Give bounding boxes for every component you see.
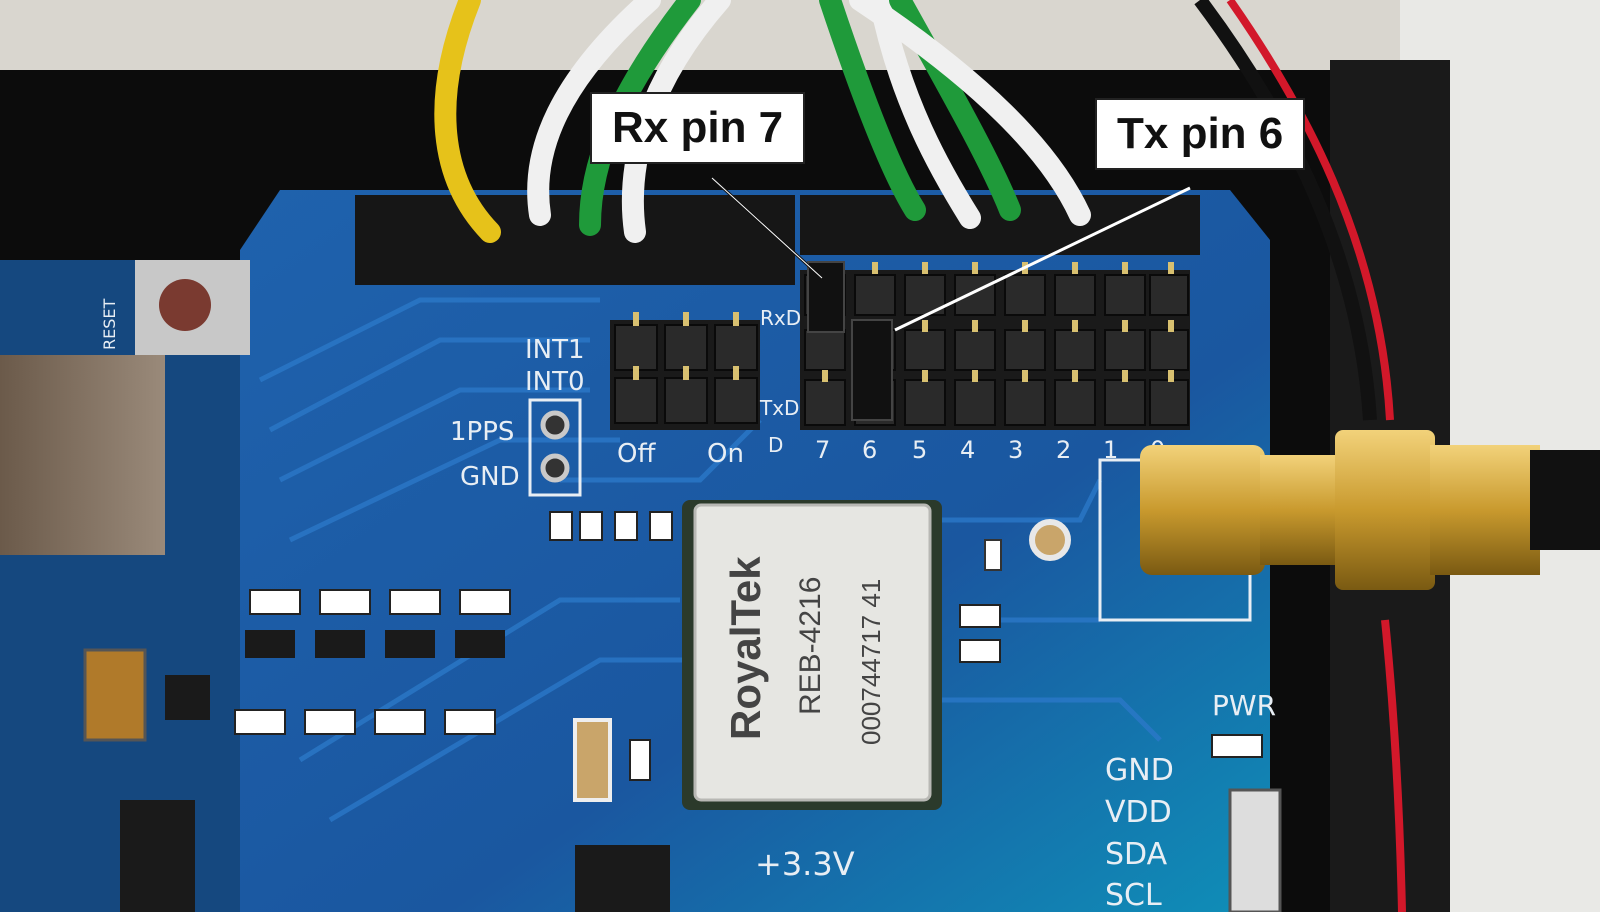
int1-label: INT1 (525, 335, 585, 365)
tx-leader-line (894, 186, 1191, 332)
pin-label: 1 (1103, 436, 1118, 464)
tx-jumper (851, 319, 893, 421)
pin-label: 6 (862, 436, 877, 464)
module-brand: RoyalTek (722, 556, 769, 740)
red-cable-lower (1381, 619, 1406, 912)
tx-pin-callout: Tx pin 6 (1095, 98, 1306, 171)
gnd-right-label: GND (1105, 753, 1174, 788)
black-cable (1194, 0, 1377, 421)
pin-label: 7 (815, 436, 830, 464)
pps-pad (540, 410, 570, 440)
reset-button (159, 279, 211, 331)
green-wire-2 (819, 0, 926, 221)
ufl-connector (1029, 519, 1071, 561)
pin-label: 5 (912, 436, 927, 464)
usb-connector (0, 355, 165, 555)
vdd-label: VDD (1105, 795, 1172, 830)
gnd-pad (540, 453, 570, 483)
sma-antenna-connector (1098, 430, 1600, 622)
pwr-label: PWR (1212, 689, 1276, 722)
pwr-led (1211, 734, 1263, 758)
pps-pad-outline (528, 398, 582, 497)
txd-label: TxD (759, 396, 799, 420)
rxd-label: RxD (760, 306, 801, 330)
v33-label: +3.3V (755, 845, 855, 883)
pin-label: 3 (1008, 436, 1023, 464)
reset-label: RESET (100, 299, 119, 350)
breadboard-top (0, 0, 1600, 70)
rx-pin-callout: Rx pin 7 (590, 92, 806, 165)
rx-jumper (807, 261, 845, 333)
white-wire-3 (869, 0, 981, 229)
white-wire-4 (849, 0, 1091, 226)
switch (1228, 788, 1282, 912)
yellow-wire (434, 0, 501, 243)
off-label: Off (617, 439, 656, 469)
module-serial: 000744717 41 (856, 579, 886, 745)
gps-module: RoyalTek REB-4216 000744717 41 (682, 500, 942, 810)
rx-leader-line-highlight (711, 177, 823, 279)
pin-label: 2 (1056, 436, 1071, 464)
pin-number-labels: 7 6 5 4 3 2 1 0 (815, 436, 1165, 464)
pin-header-grid (800, 261, 1190, 430)
smd-components (83, 511, 1071, 912)
white-wire-1 (527, 0, 661, 226)
d-label: D (768, 433, 783, 457)
on-label: On (707, 439, 744, 469)
scl-label: SCL (1105, 878, 1162, 912)
pps-label: 1PPS (450, 417, 514, 447)
red-cable (1226, 0, 1394, 421)
gnd-left-label: GND (460, 462, 520, 492)
pcb-traces (258, 297, 1162, 823)
sda-label: SDA (1105, 837, 1168, 872)
pin-label: 4 (960, 436, 975, 464)
module-model: REB-4216 (794, 577, 827, 715)
header-left (355, 195, 795, 285)
int-selector-header (610, 312, 760, 430)
int0-label: INT0 (525, 367, 585, 397)
